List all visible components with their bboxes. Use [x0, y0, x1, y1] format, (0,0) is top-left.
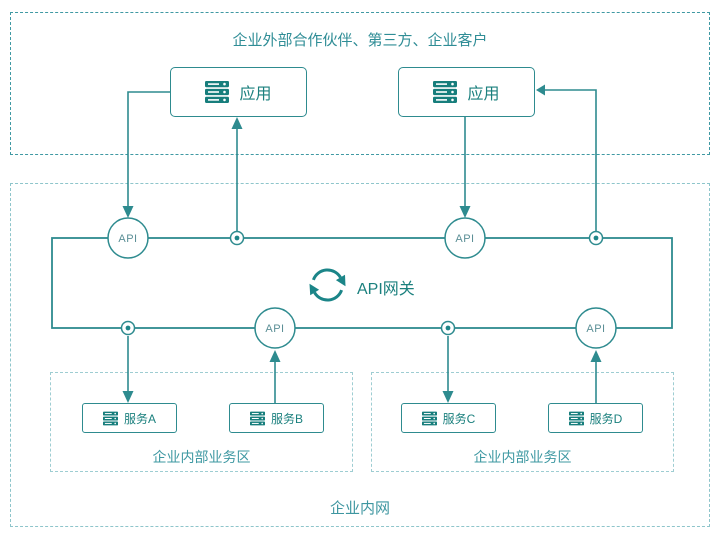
- service-node-a: 服务A: [82, 403, 177, 433]
- app-node-left: 应用: [170, 67, 307, 117]
- arrow-down-icon: [459, 206, 471, 218]
- api-endpoint-label: API: [586, 323, 605, 335]
- connector-lines: [127, 89, 597, 403]
- service-node-b: 服务B: [229, 403, 324, 433]
- port-dot-icon: [120, 320, 136, 336]
- line-app1-to-api: [127, 91, 170, 206]
- arrowheads: [122, 84, 602, 403]
- arrow-down-icon: [122, 206, 134, 218]
- internal-business-area-2: [371, 372, 674, 472]
- app-node-right: 应用: [398, 67, 535, 117]
- api-endpoint-top-right: API: [444, 217, 486, 259]
- port-dot-icon: [440, 320, 456, 336]
- external-zone-title: 企业外部合作伙伴、第三方、企业客户: [232, 32, 488, 49]
- internal-business-area-1: [50, 372, 353, 472]
- server-stack-icon: [421, 411, 437, 425]
- api-endpoint-bottom-left: API: [254, 307, 296, 349]
- intranet-zone: [10, 183, 710, 527]
- line-port-to-app2: [545, 89, 597, 231]
- api-endpoint-top-left: API: [107, 217, 149, 259]
- gateway-port-dots: [120, 230, 604, 336]
- api-endpoints: API API API API: [107, 217, 617, 349]
- arrow-up-icon: [231, 117, 243, 129]
- port-dot-icon: [588, 230, 604, 246]
- port-dot-icon: [229, 230, 245, 246]
- server-stack-icon: [249, 411, 265, 425]
- arrow-up-icon: [269, 350, 281, 362]
- service-node-label: 服务D: [589, 411, 623, 426]
- api-endpoint-label: API: [118, 233, 137, 245]
- api-endpoint-label: API: [265, 323, 284, 335]
- arrow-up-icon: [590, 350, 602, 362]
- service-node-d: 服务D: [548, 403, 643, 433]
- external-partners-zone: [10, 12, 710, 155]
- server-stack-icon: [102, 411, 118, 425]
- app-node-label: 应用: [239, 86, 272, 103]
- gateway-label: API网关: [357, 281, 415, 298]
- server-stack-icon: [568, 411, 584, 425]
- gateway-frame: [51, 237, 673, 329]
- intranet-zone-label: 企业内网: [329, 500, 390, 517]
- internal-business-area-label: 企业内部业务区: [473, 449, 572, 465]
- service-node-label: 服务A: [123, 411, 156, 426]
- api-endpoint-bottom-right: API: [575, 307, 617, 349]
- service-node-label: 服务C: [442, 411, 476, 426]
- sync-arrows-icon: [309, 268, 346, 302]
- arrow-down-icon: [122, 391, 134, 403]
- api-endpoint-label: API: [455, 233, 474, 245]
- server-stack-icon: [205, 81, 230, 103]
- arrow-down-icon: [442, 391, 454, 403]
- service-node-label: 服务B: [270, 411, 303, 426]
- arrow-left-icon: [536, 84, 545, 96]
- server-stack-icon: [433, 81, 458, 103]
- internal-business-area-label: 企业内部业务区: [152, 449, 251, 465]
- service-node-c: 服务C: [401, 403, 496, 433]
- app-node-label: 应用: [467, 86, 500, 103]
